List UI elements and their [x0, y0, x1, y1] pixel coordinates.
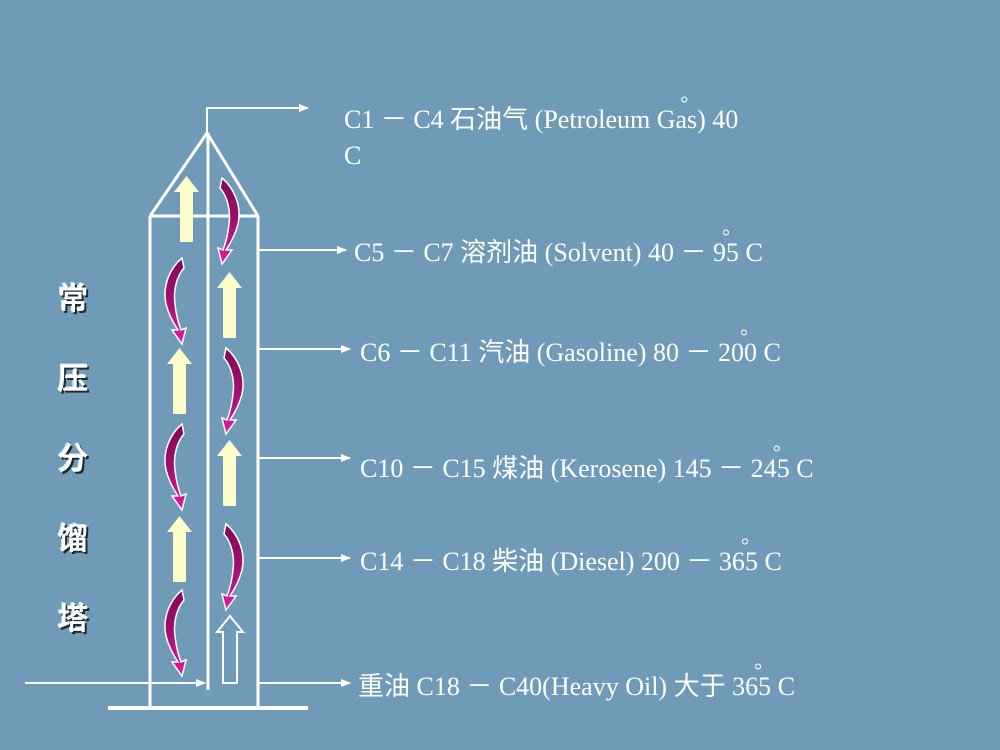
outlet-petroleum-gas — [206, 104, 309, 133]
fraction-label-diesel: C14 － C18 柴油 (Diesel) 200 － 36°5 C — [360, 535, 782, 576]
reflux-arrows-left — [164, 257, 187, 677]
reflux-arrows-right — [217, 177, 244, 611]
vapor-arrows-left — [167, 176, 199, 582]
fraction-label-kerosene: C10 － C15 煤油 (Kerosene) 145 － 24°5 C — [360, 442, 814, 483]
title-char: 分 — [58, 442, 88, 477]
side-outlets — [258, 246, 351, 687]
fraction-label-heavy-oil: 重油 C18 － C40(Heavy Oil) 大于 36°5 C — [358, 660, 795, 701]
title-char: 常 — [58, 282, 88, 317]
title-char: 压 — [58, 362, 88, 397]
fraction-label-gasoline: C6 － C11 汽油 (Gasoline) 80 － 20°0 C — [360, 326, 781, 367]
fraction-label-petroleum-gas: C1 － C4 石油气 (Petroleum Gas) 40° C — [344, 93, 739, 170]
fraction-label-solvent: C5 － C7 溶剂油 (Solvent) 40 － 9°5 C — [354, 226, 763, 267]
hollow-vapor-arrow — [214, 614, 246, 684]
title-char: 馏 — [58, 522, 88, 557]
title-char: 塔 — [58, 602, 88, 637]
tower-outline — [108, 130, 308, 710]
tower-title-vertical: 常 压 分 馏 塔 — [58, 280, 108, 680]
